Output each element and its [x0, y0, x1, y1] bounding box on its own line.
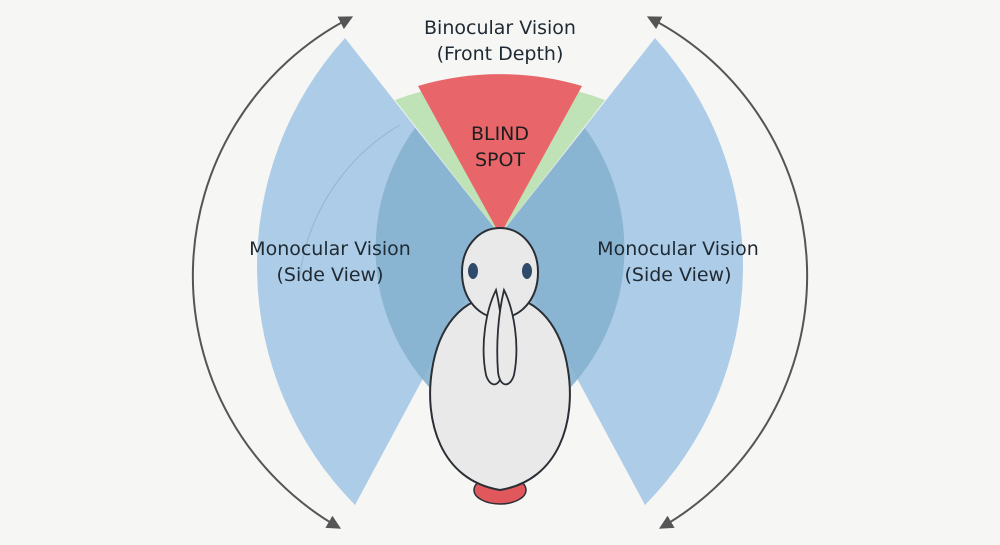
rabbit-top-view-icon	[429, 226, 571, 505]
blind-spot-label-line1: BLIND	[471, 123, 529, 145]
rabbit-right-ear	[496, 287, 518, 386]
binocular-title-line1: Binocular Vision	[424, 17, 576, 39]
blind-spot-label-line2: SPOT	[475, 149, 525, 171]
left-eye-icon	[468, 263, 478, 279]
right-eye-icon	[522, 263, 532, 279]
rabbit-body	[429, 294, 571, 492]
right-monocular-label-line1: Monocular Vision	[597, 238, 759, 260]
right-monocular-label-line2: (Side View)	[624, 264, 731, 286]
blind-spot-zone	[418, 74, 582, 235]
left-curved-double-arrow-icon	[191, 16, 354, 529]
left-monocular-label-line1: Monocular Vision	[249, 238, 411, 260]
right-inner-overlap	[500, 128, 625, 388]
right-curved-double-arrow-icon	[646, 16, 809, 529]
binocular-title-line2: (Front Depth)	[437, 43, 564, 65]
left-monocular-label-line2: (Side View)	[276, 264, 383, 286]
left-inner-overlap	[375, 128, 500, 388]
